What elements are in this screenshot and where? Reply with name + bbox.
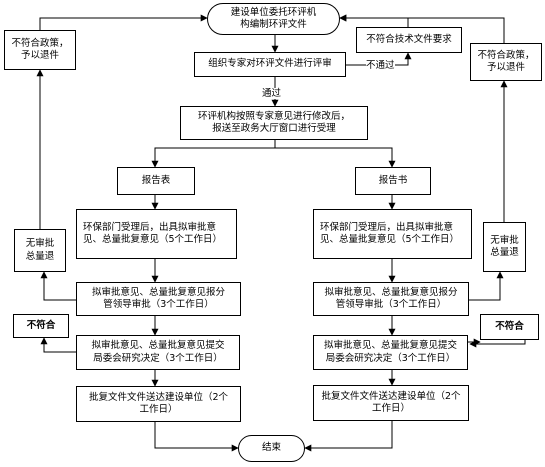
- arrow-left-policy-to-start: [39, 14, 208, 30]
- arrow-left-committee-to-fail: [40, 337, 76, 353]
- left-leader-box: 拟审批意见、总量批复意见报分 管领导审批（3个工作日）: [76, 282, 241, 316]
- right-committee-box: 拟审批意见、总量批复意见提交 局委会研究决定（3个工作日）: [313, 335, 468, 370]
- report-table-box: 报告表: [117, 167, 195, 195]
- right-deliver-box: 批复文件文件送达建设单位（2个 工作日）: [313, 385, 469, 421]
- right-leader-box: 拟审批意见、总量批复意见报分 管领导审批（3个工作日）: [313, 282, 469, 316]
- label-pass: 通过: [262, 88, 282, 99]
- arrow-reject-tech-to-start: [339, 14, 409, 27]
- revise-submit-box: 环评机构按照专家意见进行修改后， 报送至政务大厅窗口进行受理: [180, 106, 368, 140]
- report-book-box: 报告书: [355, 167, 431, 195]
- left-accept-box: 环保部门受理后，出具拟审批意 见、总量批复意见（5个工作日）: [76, 209, 237, 259]
- left-fail-box: 不符合: [13, 314, 69, 338]
- expert-review-box: 组织专家对环评文件进行评审: [194, 52, 346, 77]
- arrow-right-policy-to-start: [339, 14, 505, 43]
- arrow-split-book: [275, 147, 396, 168]
- reject-policy-left-box: 不符合政策， 予以退件: [4, 30, 76, 70]
- right-accept-box: 环保部门受理后，出具拟审批意 见、总量批复意见（5个工作日）: [313, 209, 472, 259]
- label-not-pass: 不通过: [366, 60, 395, 71]
- reject-policy-right-box: 不符合政策， 予以退件: [470, 43, 542, 81]
- right-fail-box: 不符合: [480, 314, 539, 340]
- arrow-left-leader-to-fail: [40, 271, 76, 301]
- left-no-approval-box: 无审批 总量退: [14, 229, 66, 272]
- right-no-approval-box: 无审批 总量退: [483, 222, 526, 272]
- reject-tech-box: 不符合技术文件要求: [356, 27, 462, 53]
- left-committee-box: 拟审批意见、总量批复意见提交 局委会研究决定（3个工作日）: [76, 335, 240, 370]
- arrow-left-deliver-to-end: [154, 422, 239, 452]
- arrow-right-deliver-to-end: [304, 421, 393, 452]
- arrow-split-table: [151, 140, 276, 168]
- arrow-right-leader-to-fail: [469, 271, 504, 301]
- end-node: 结束: [238, 435, 305, 462]
- left-deliver-box: 批复文件文件送达建设单位（2个 工作日）: [76, 386, 241, 422]
- start-node: 建设单位委托环评机 构编制环评文件: [207, 3, 340, 35]
